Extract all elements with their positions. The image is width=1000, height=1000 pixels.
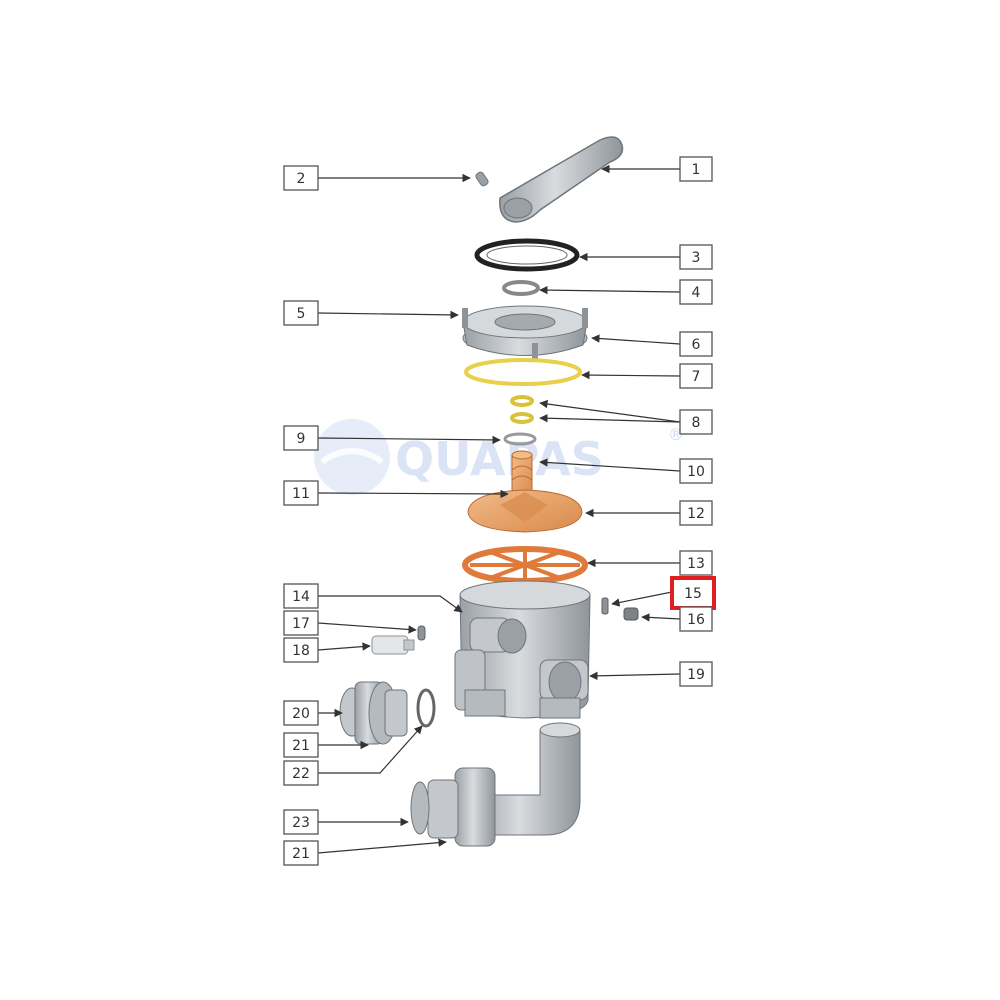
callout-2-label: 2 [297, 171, 306, 187]
callout-6-label: 6 [692, 337, 701, 353]
callout-19-label: 19 [687, 667, 705, 683]
callout-16-label: 16 [687, 612, 705, 628]
callout-3-label: 3 [692, 250, 701, 266]
part-rotor-disk [467, 489, 583, 533]
part-union-top [339, 681, 408, 745]
callout-3: 3 [679, 244, 713, 270]
part-pin [475, 171, 489, 187]
callout-10: 10 [679, 458, 713, 484]
part-union-o-ring [416, 688, 436, 728]
callout-17: 17 [283, 610, 319, 636]
part-gauge-tube [371, 635, 415, 655]
part-seal-washer [503, 432, 537, 446]
callout-19: 19 [679, 661, 713, 687]
callout-14-label: 14 [292, 589, 310, 605]
callout-1-label: 1 [692, 162, 701, 178]
callout-12: 12 [679, 500, 713, 526]
callout-4-label: 4 [692, 285, 701, 301]
callout-20: 20 [283, 700, 319, 726]
callout-22-label: 22 [292, 766, 310, 782]
part-small-pin [417, 625, 426, 641]
callout-2: 2 [283, 165, 319, 191]
part-valve-body [454, 580, 591, 719]
callout-17-label: 17 [292, 616, 310, 632]
part-o-ring-large [464, 358, 582, 386]
part-cover [462, 305, 588, 359]
callout-13: 13 [679, 550, 713, 576]
callout-9-label: 9 [297, 431, 306, 447]
callout-16: 16 [679, 606, 713, 632]
callout-11: 11 [283, 480, 319, 506]
callout-7-label: 7 [692, 369, 701, 385]
part-handle [499, 136, 624, 223]
watermark: QUAPAS ® [314, 419, 684, 495]
callout-7: 7 [679, 363, 713, 389]
callout-21-lower-label: 21 [292, 846, 310, 862]
callout-4: 4 [679, 279, 713, 305]
callout-21-lower: 21 [283, 840, 319, 866]
callout-6: 6 [679, 331, 713, 357]
callout-18: 18 [283, 637, 319, 663]
part-washer [502, 280, 540, 296]
part-gasket-ring [474, 238, 580, 272]
part-spider-gasket [462, 546, 588, 584]
callout-5: 5 [283, 300, 319, 326]
callout-21-upper-label: 21 [292, 738, 310, 754]
callout-11-label: 11 [292, 486, 310, 502]
callout-8: 8 [679, 409, 713, 435]
callout-10-label: 10 [687, 464, 705, 480]
part-screw [601, 597, 609, 615]
callout-1: 1 [679, 156, 713, 182]
callout-18-label: 18 [292, 643, 310, 659]
callout-20-label: 20 [292, 706, 310, 722]
callout-15-label: 15 [684, 586, 702, 602]
part-elbow-pipe [410, 722, 581, 847]
part-plug [623, 607, 639, 621]
callout-22: 22 [283, 760, 319, 786]
callout-23: 23 [283, 809, 319, 835]
callout-8-label: 8 [692, 415, 701, 431]
leader-lines [317, 164, 681, 854]
callout-23-label: 23 [292, 815, 310, 831]
callout-13-label: 13 [687, 556, 705, 572]
callout-5-label: 5 [297, 306, 306, 322]
callout-9: 9 [283, 425, 319, 451]
callout-14: 14 [283, 583, 319, 609]
callout-21-upper: 21 [283, 732, 319, 758]
part-o-rings-small [510, 395, 534, 424]
callout-15-highlighted: 15 [670, 576, 716, 610]
callout-12-label: 12 [687, 506, 705, 522]
